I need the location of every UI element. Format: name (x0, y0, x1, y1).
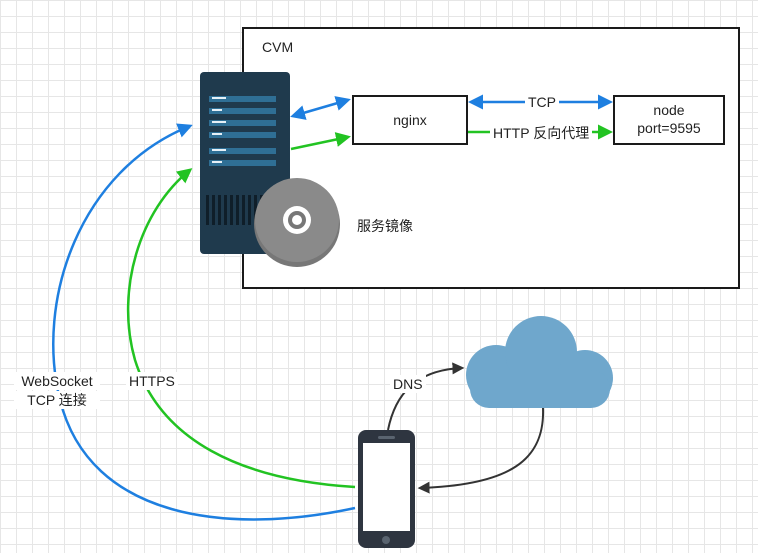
image-label: 服务镜像 (357, 218, 413, 234)
http-proxy-edge-label: HTTP 反向代理 (490, 124, 593, 142)
https-edge-label: HTTPS (126, 372, 178, 390)
smartphone-icon (358, 430, 415, 548)
node-label-line2: port=9595 (637, 120, 701, 136)
cvm-label: CVM (262, 39, 294, 55)
tcp-edge-label: TCP (525, 93, 559, 111)
websocket-edge-label-line2: TCP 连接 (14, 391, 100, 409)
server-nginx-tcp-arrow (290, 96, 351, 120)
https-curve (126, 168, 356, 489)
cloud-phone-curve (417, 407, 545, 494)
cloud-icon (466, 316, 613, 408)
node-box (613, 95, 725, 145)
server-nginx-http-arrow (290, 132, 351, 151)
nginx-box (352, 95, 468, 145)
disk-image-icon (254, 178, 340, 267)
dns-edge-label: DNS (390, 375, 426, 393)
node-label-line1: node (653, 102, 685, 118)
websocket-edge-label-line1: WebSocket (14, 372, 100, 390)
nginx-label: nginx (393, 112, 427, 128)
